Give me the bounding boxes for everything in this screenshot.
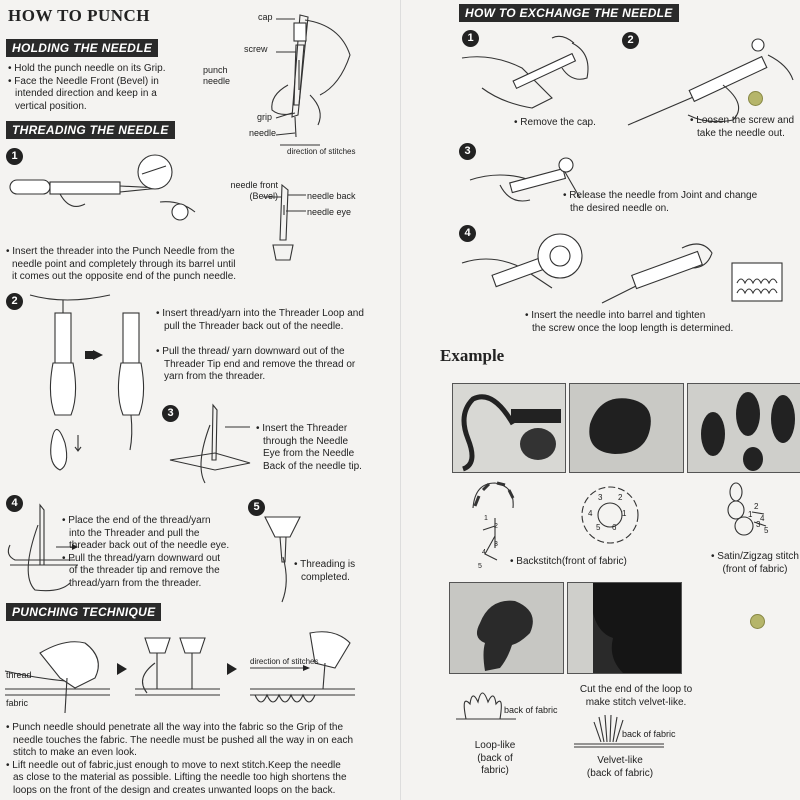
threader-insertion-illustration: [9, 154, 196, 221]
exchange-step4-text: • Insert the needle into barrel and tigh…: [525, 310, 734, 334]
label-screw: screw: [244, 44, 268, 54]
step-number-1: 1: [6, 148, 23, 165]
step-number-5: 5: [248, 499, 265, 516]
page-fold: [400, 0, 401, 800]
remove-cap-illustration: [461, 35, 589, 109]
exchange-heading: HOW TO EXCHANGE THE NEEDLE: [459, 4, 679, 22]
example-photo-filled-shape: [569, 383, 684, 473]
threading-step3-illustration: [169, 403, 251, 484]
backstitch-diagram: [472, 481, 515, 561]
release-needle-illustration: [469, 157, 581, 202]
label-cap: cap: [258, 12, 273, 22]
needle-front-label: needle front (Bevel): [230, 180, 278, 201]
binder-hole-bottom: [750, 614, 765, 629]
threading-heading: THREADING THE NEEDLE: [6, 121, 175, 139]
circle-stitch-diagram: [581, 486, 639, 544]
holding-needle-illustration: [271, 14, 351, 146]
label-thread: thread: [6, 670, 32, 680]
velvet-like-diagram: [574, 714, 664, 748]
needle-tip-diagram: [263, 183, 306, 261]
exchange-step-number-1: 1: [462, 30, 479, 47]
exchange-step-number-2: 2: [622, 32, 639, 49]
velvet-like-label: Velvet-like (back of fabric): [586, 755, 654, 779]
loop-like-diagram: [456, 692, 516, 720]
cut-loop-caption: Cut the end of the loop to make stitch v…: [579, 684, 693, 708]
label-punch: punch: [203, 65, 228, 75]
exchange-step3-text: • Release the needle from Joint and chan…: [563, 190, 758, 214]
satin-label: • Satin/Zigzag stitch (front of fabric): [711, 551, 799, 575]
step-number-4: 4: [6, 495, 23, 512]
step1-instructions: • Insert the threader into the Punch Nee…: [6, 246, 237, 282]
punching-technique-illustration: [4, 631, 355, 714]
holding-heading: HOLDING THE NEEDLE: [6, 39, 159, 57]
loosen-screw-illustration: [627, 38, 794, 126]
threading-step5-illustration: [264, 516, 301, 603]
label-grip: grip: [257, 112, 273, 122]
step5-instructions: • Threading is completed.: [294, 559, 356, 583]
threading-step2-illustration: [29, 294, 145, 471]
exchange-step-number-3: 3: [459, 143, 476, 160]
example-photo-loop-back: [449, 582, 564, 674]
step2a-instructions: • Insert thread/yarn into the Threader L…: [156, 308, 364, 332]
needle-back-label: needle back: [307, 191, 356, 201]
binder-hole-top: [748, 91, 763, 106]
velvet-back-of-fabric-label: back of fabric: [622, 729, 676, 739]
step4-instructions: • Place the end of the thread/yarn into …: [62, 515, 230, 589]
needle-eye-label: needle eye: [307, 207, 352, 217]
exchange-step-number-4: 4: [459, 225, 476, 242]
satin-stitch-diagram: [727, 482, 767, 536]
label-direction-of-stitches: direction of stitches: [287, 147, 356, 156]
label-needle-tip: needle: [249, 128, 277, 138]
insert-needle-illustration: [461, 233, 783, 304]
step3-instructions: • Insert the Threader through the Needle…: [256, 423, 362, 472]
example-photo-outline: [452, 383, 566, 473]
punching-heading: PUNCHING TECHNIQUE: [6, 603, 162, 621]
step2b-instructions: • Pull the thread/ yarn downward out of …: [156, 346, 356, 382]
example-photo-velvet-back: [567, 582, 682, 674]
label-stitch-direction: direction of stitches: [250, 657, 319, 666]
backstitch-label: • Backstitch(front of fabric): [510, 556, 627, 567]
example-photo-paw: [687, 383, 800, 473]
holding-instructions: • Hold the punch needle on its Grip. • F…: [8, 63, 166, 112]
punching-instructions: • Punch needle should penetrate all the …: [6, 722, 354, 796]
exchange-step1-text: • Remove the cap.: [514, 117, 596, 128]
loop-like-label: Loop-like (back of fabric): [474, 740, 516, 776]
example-heading: Example: [440, 346, 505, 365]
step-number-3: 3: [162, 405, 179, 422]
page-title: HOW TO PUNCH: [8, 6, 151, 25]
label-fabric: fabric: [6, 698, 29, 708]
exchange-step2-text: • Loosen the screw and take the needle o…: [690, 115, 795, 139]
threading-step4-illustration: [7, 503, 78, 592]
label-needle: needle: [203, 76, 231, 86]
loop-back-of-fabric-label: back of fabric: [504, 705, 558, 715]
step-number-2: 2: [6, 293, 23, 310]
